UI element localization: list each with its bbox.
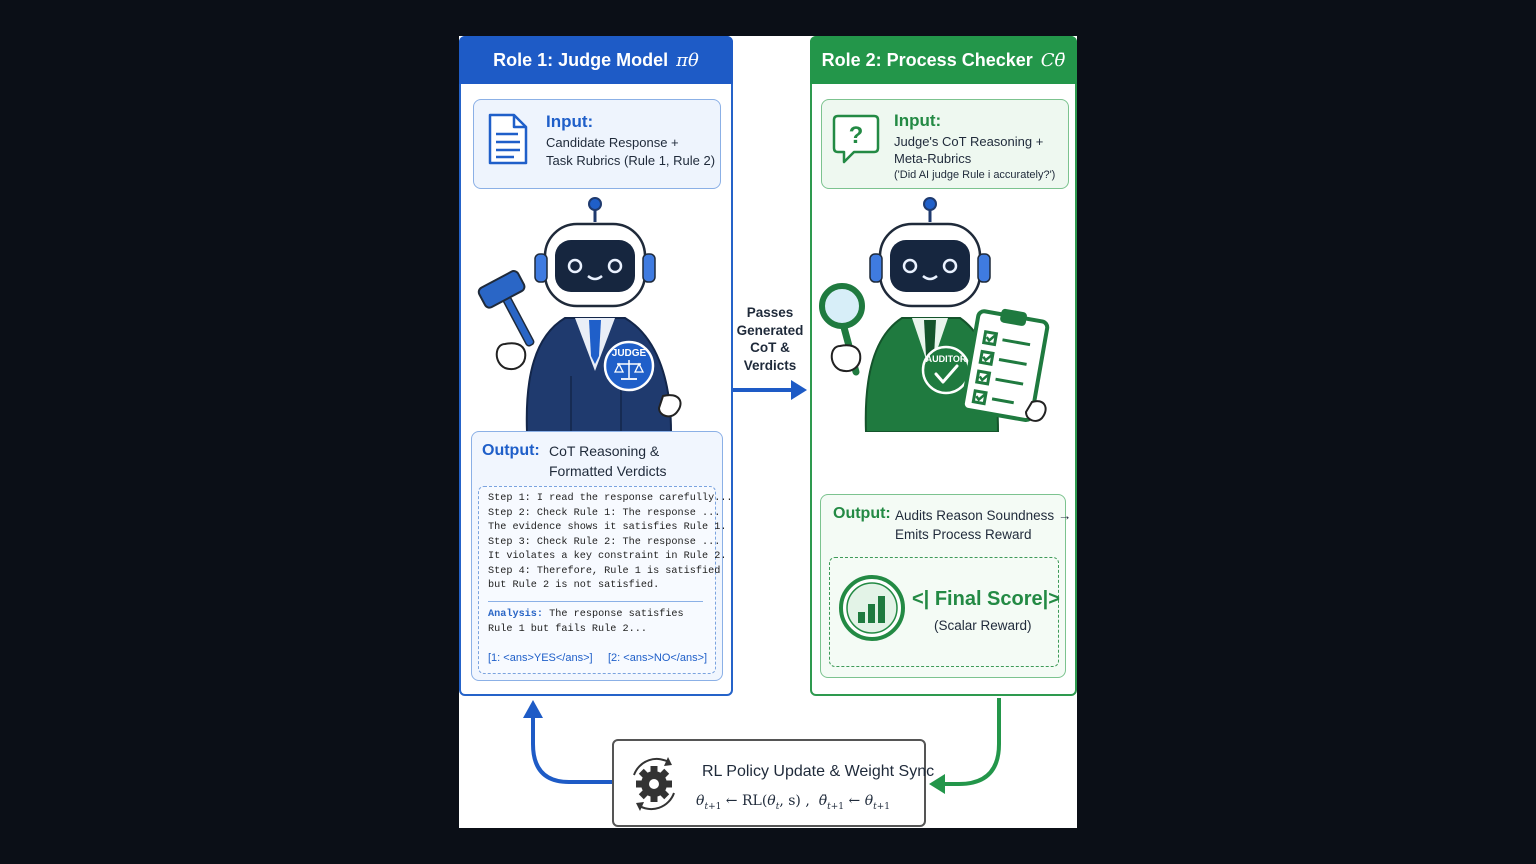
- role2-header-text: Role 2: Process Checker: [821, 49, 1033, 70]
- cot-line: Step 1: I read the response carefully...: [488, 493, 733, 504]
- role1-output-desc-1: CoT Reasoning &: [549, 443, 660, 459]
- role2-output-title: Output:: [833, 505, 891, 522]
- auditor-robot-illustration: AUDITOR: [819, 197, 1000, 432]
- role1-input-box: Input: Candidate Response + Task Rubrics…: [473, 99, 721, 189]
- update-arrowhead: [523, 700, 543, 718]
- cot-line: but Rule 2 is not satisfied.: [488, 580, 660, 591]
- reward-arrowhead: [929, 774, 945, 794]
- rl-update-equation: θt+1 ← RL(θt, s) , θ̄t+1 ← θt+1: [696, 793, 891, 812]
- update-arrow: [531, 716, 612, 784]
- role2-output-box: Output: Audits Reason Soundness → Emits …: [820, 494, 1071, 678]
- role2-input-box: ? Input: Judge's CoT Reasoning + Meta-Ru…: [821, 99, 1069, 189]
- passes-label: Passes Generated CoT & Verdicts: [735, 304, 805, 374]
- role2-input-title: Input:: [894, 111, 942, 130]
- role1-input-line-2: Task Rubrics (Rule 1, Rule 2): [546, 153, 716, 168]
- cot-analysis-text: The response satisfies: [549, 609, 684, 620]
- diagram-canvas: Role 1: Judge Model πθ Input: Candidate …: [459, 36, 1077, 828]
- role1-input-title: Input:: [546, 112, 594, 131]
- bar-chart-icon: [839, 575, 905, 641]
- cot-analysis-label: Analysis:: [488, 609, 544, 620]
- flow-arrows: [523, 380, 1001, 794]
- reward-arrow: [943, 698, 1001, 786]
- final-score-subtitle: (Scalar Reward): [934, 618, 1032, 633]
- verdict-rule-1: [1: <ans>YES</ans>]: [488, 652, 593, 664]
- role2-panel: Role 2: Process Checker Cθ̄ ? Input: Jud…: [810, 36, 1077, 696]
- role1-output-title: Output:: [482, 442, 540, 459]
- role1-header: Role 1: Judge Model πθ: [459, 36, 733, 84]
- passes-label-line: Passes: [746, 305, 794, 320]
- judge-robot-illustration: JUDGE: [477, 197, 682, 432]
- role2-input-note: ('Did AI judge Rule i accurately?'): [894, 169, 1056, 181]
- role1-header-symbol: πθ: [676, 49, 699, 71]
- role2-header: Role 2: Process Checker Cθ̄: [810, 36, 1077, 84]
- passes-label-line: Verdicts: [743, 357, 797, 373]
- role1-output-desc-2: Formatted Verdicts: [549, 463, 667, 479]
- cot-reasoning-box: Step 1: I read the response carefully...…: [478, 486, 733, 674]
- cot-line: Step 3: Check Rule 2: The response ...: [488, 536, 721, 548]
- clipboard-icon: [962, 308, 1050, 423]
- rl-update-box: RL Policy Update & Weight Sync θt+1 ← RL…: [612, 739, 934, 827]
- question-bubble-icon: ?: [832, 114, 880, 164]
- cot-line: Step 4: Therefore, Rule 1 is satisfied: [488, 565, 721, 577]
- role2-output-desc-2: Emits Process Reward: [895, 527, 1032, 542]
- cot-analysis-line: Analysis: The response satisfies: [488, 609, 684, 620]
- cot-line: It violates a key constraint in Rule 2.: [488, 551, 727, 562]
- verdict-rule-2: [2: <ans>NO</ans>]: [608, 652, 708, 664]
- role1-panel: Role 1: Judge Model πθ Input: Candidate …: [459, 36, 733, 696]
- role1-input-line-1: Candidate Response +: [546, 135, 679, 150]
- final-score-box: <| Final Score|> (Scalar Reward): [829, 557, 1060, 667]
- final-score-title: <| Final Score|>: [912, 588, 1060, 610]
- passes-arrowhead: [791, 380, 807, 400]
- passes-label-line: Generated: [736, 322, 804, 338]
- svg-text:?: ?: [849, 122, 864, 149]
- rl-update-title: RL Policy Update & Weight Sync: [702, 763, 935, 780]
- gear-icon: [633, 757, 675, 811]
- document-icon: [488, 113, 528, 165]
- passes-label-line: CoT &: [750, 340, 790, 355]
- role2-input-line-2: Meta-Rubrics: [894, 151, 972, 166]
- role2-input-line-1: Judge's CoT Reasoning +: [894, 134, 1044, 149]
- cot-line: Step 2: Check Rule 1: The response ...: [488, 507, 721, 519]
- judge-badge-text: JUDGE: [612, 348, 647, 359]
- cot-line: The evidence shows it satisfies Rule 1.: [488, 522, 727, 533]
- role2-header-symbol: Cθ̄: [1040, 49, 1066, 71]
- auditor-badge-text: AUDITOR: [926, 354, 967, 364]
- cot-analysis-line-2: Rule 1 but fails Rule 2...: [488, 624, 647, 635]
- role1-output-box: Output: CoT Reasoning & Formatted Verdic…: [471, 431, 733, 681]
- role2-output-desc-1: Audits Reason Soundness →: [895, 508, 1072, 523]
- role1-header-text: Role 1: Judge Model: [493, 49, 669, 70]
- cot-divider: [488, 601, 703, 602]
